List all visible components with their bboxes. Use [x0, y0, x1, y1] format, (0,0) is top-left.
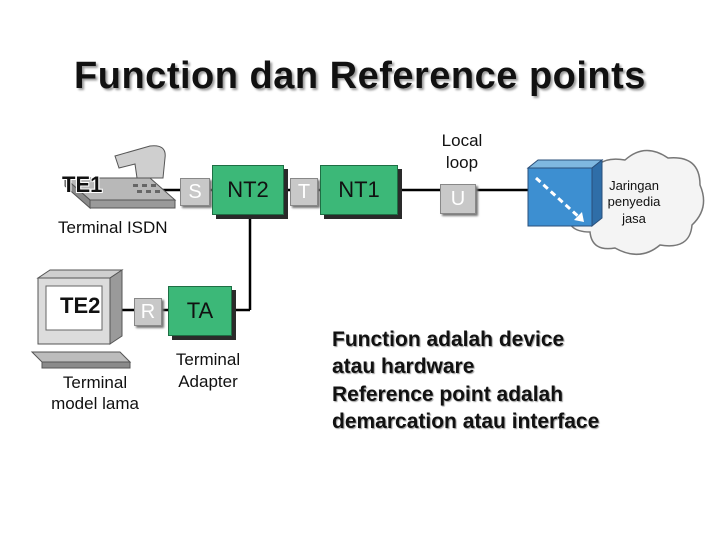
cloud-label: Jaringan penyedia jasa [592, 178, 676, 227]
ta-box: TA [168, 286, 232, 336]
local-loop-label: Local loop [428, 130, 496, 174]
page-title: Function dan Reference points [74, 55, 646, 97]
bullet-line: Reference point adalah [332, 382, 564, 406]
nt2-box: NT2 [212, 165, 284, 215]
terminal-model-lama-label: Terminal model lama [35, 372, 155, 415]
reference-point-u: U [440, 184, 476, 214]
te1-label: TE1 [62, 172, 103, 197]
cloud-label-line2: penyedia [607, 194, 661, 210]
local-loop-line2: loop [445, 153, 479, 173]
te2-label: TE2 [60, 293, 101, 318]
terminal-model-lama-line2: model lama [51, 394, 139, 414]
nt2-label: NT2 [227, 177, 269, 202]
reference-point-s: S [180, 178, 210, 206]
reference-point-t: T [290, 178, 318, 206]
terminal-adapter-label: Terminal Adapter [160, 349, 256, 393]
switch-icon [526, 158, 604, 228]
bullet-item-reference-point: Reference point adalah demarcation atau … [312, 381, 712, 436]
bullet-list: Function adalah device atau hardware Ref… [312, 326, 712, 435]
terminal-isdn-label: Terminal ISDN [58, 218, 168, 237]
telephone-icon [63, 145, 177, 210]
bullet-line: Function adalah device [332, 328, 565, 351]
local-loop-line1: Local [441, 131, 483, 150]
reference-point-r: R [134, 298, 162, 326]
bullet-line: atau hardware [332, 355, 475, 379]
nt1-label: NT1 [338, 177, 380, 202]
cloud-label-line3: jasa [622, 210, 646, 226]
terminal-adapter-line2: Adapter [178, 372, 238, 392]
bullet-item-function: Function adalah device atau hardware [312, 326, 712, 381]
bullet-line: demarcation atau interface [332, 409, 600, 433]
terminal-model-lama-line1: Terminal [62, 373, 128, 392]
terminal-adapter-line1: Terminal [175, 350, 241, 369]
cloud-label-line1: Jaringan [609, 178, 659, 193]
nt1-box: NT1 [320, 165, 398, 215]
ta-label: TA [186, 298, 214, 323]
computer-terminal-icon [30, 269, 132, 369]
